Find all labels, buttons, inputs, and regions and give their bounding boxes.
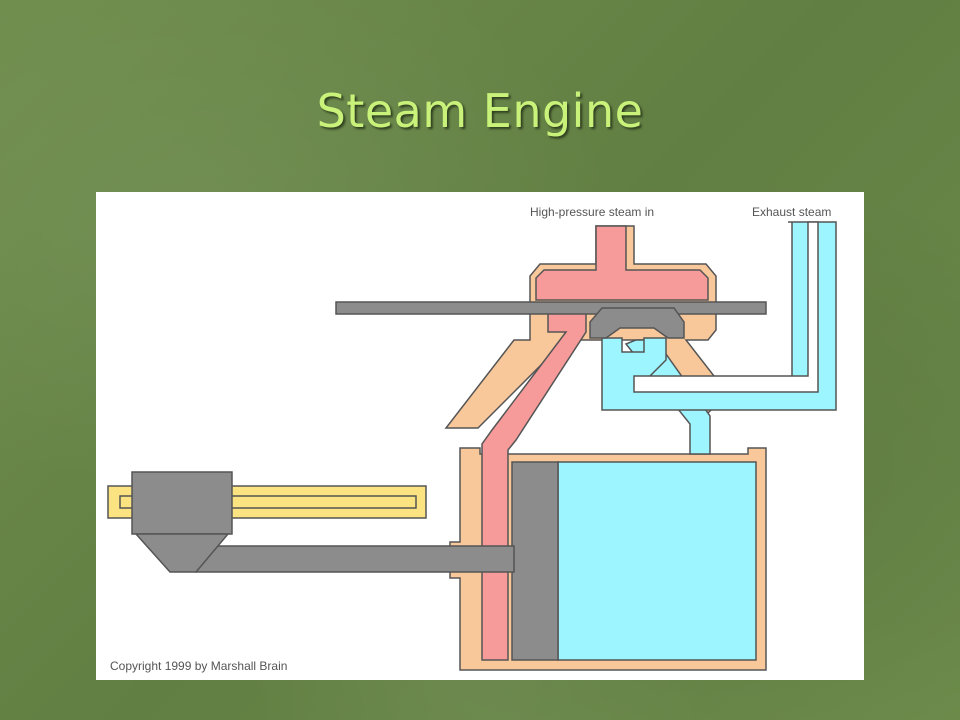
label-copyright: Copyright 1999 by Marshall Brain [110, 659, 287, 673]
steam-passage [535, 225, 709, 301]
label-exhaust: Exhaust steam [752, 205, 831, 219]
piston-rod [195, 545, 515, 573]
cylinder-exhaust-chamber [557, 461, 757, 661]
valve-rod [335, 301, 767, 315]
diagram-panel: High-pressure steam in Exhaust steam Cop… [96, 192, 864, 680]
crosshead-block [131, 471, 233, 535]
slide-title: Steam Engine [316, 84, 644, 138]
steam-engine-diagram: High-pressure steam in Exhaust steam Cop… [107, 205, 837, 673]
exhaust-inner [633, 221, 819, 393]
slide-valve [589, 307, 685, 339]
piston [511, 461, 559, 661]
label-steam-in: High-pressure steam in [530, 205, 654, 219]
crosshead-link [134, 533, 230, 573]
